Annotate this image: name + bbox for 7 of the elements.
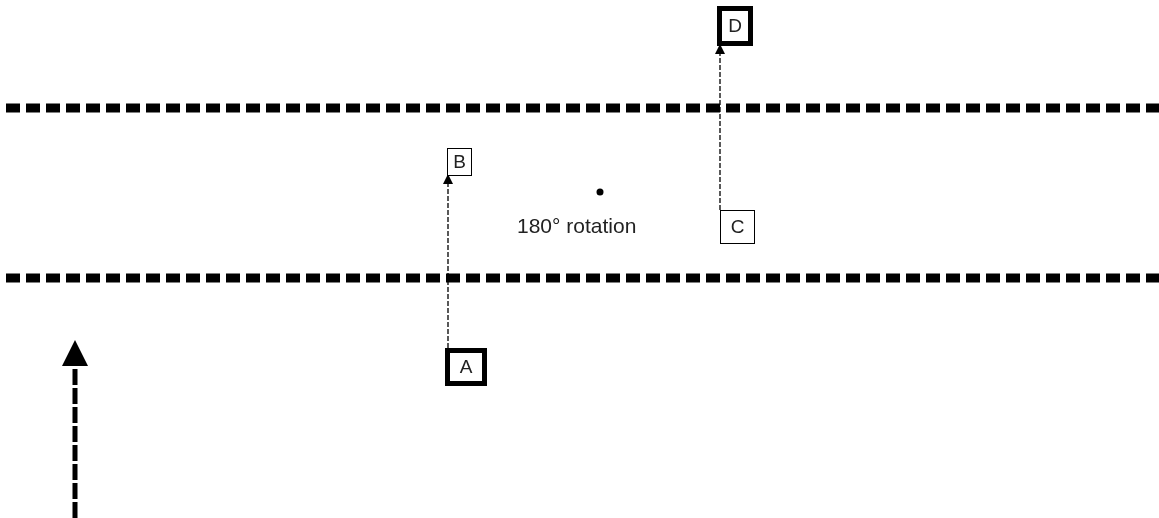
rotation-label: 180° rotation — [517, 214, 637, 238]
point-box: A — [445, 348, 487, 386]
point-box: B — [447, 148, 472, 176]
point-box: C — [720, 210, 755, 244]
arrow — [715, 44, 725, 211]
point-box: D — [717, 6, 753, 46]
arrow — [443, 174, 453, 349]
